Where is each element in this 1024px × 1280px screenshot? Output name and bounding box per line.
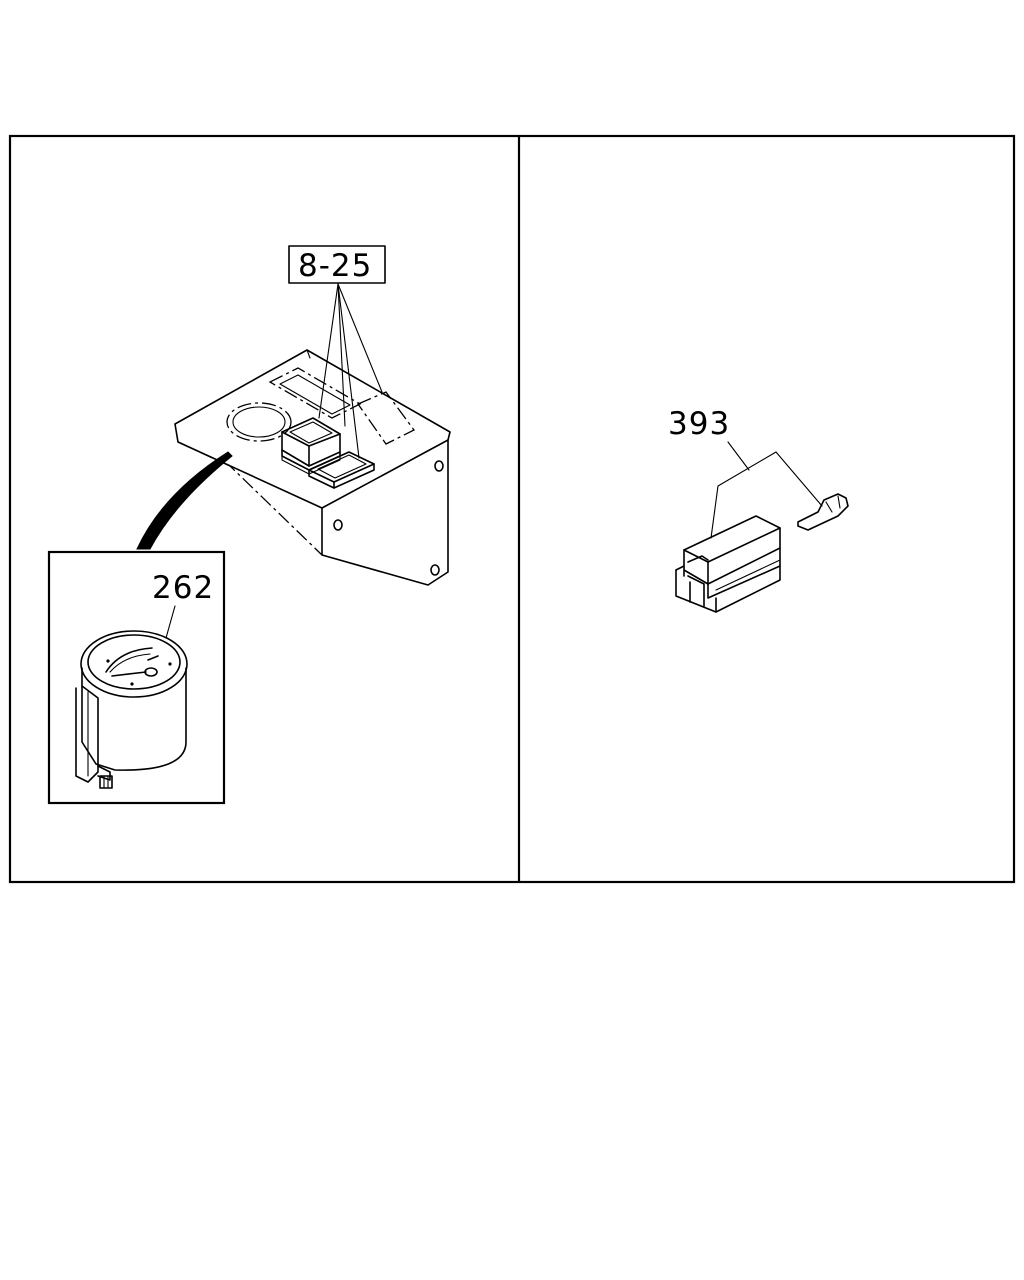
callout-label-393: 393 (668, 406, 730, 442)
left-panel: 8-25 (47, 245, 451, 805)
diagram-frame (8, 134, 1016, 884)
detail-pointer (136, 451, 233, 550)
callout-leader-262 (165, 605, 176, 639)
connector-393 (675, 515, 781, 613)
rocker-switch-lower (308, 451, 375, 489)
gauge-detail-box (47, 550, 226, 805)
terminal-pin-393 (797, 493, 849, 531)
gauge-opening (226, 402, 292, 442)
right-panel: 393 (668, 406, 849, 613)
callout-label-262: 262 (152, 570, 214, 606)
gauge-262 (75, 630, 188, 789)
callout-box-8-25 (288, 245, 386, 284)
callout-leaders-393 (710, 441, 823, 539)
callout-leaders-8-25 (318, 283, 383, 459)
callout-label-8-25: 8-25 (298, 248, 372, 284)
instrument-housing (174, 349, 451, 586)
